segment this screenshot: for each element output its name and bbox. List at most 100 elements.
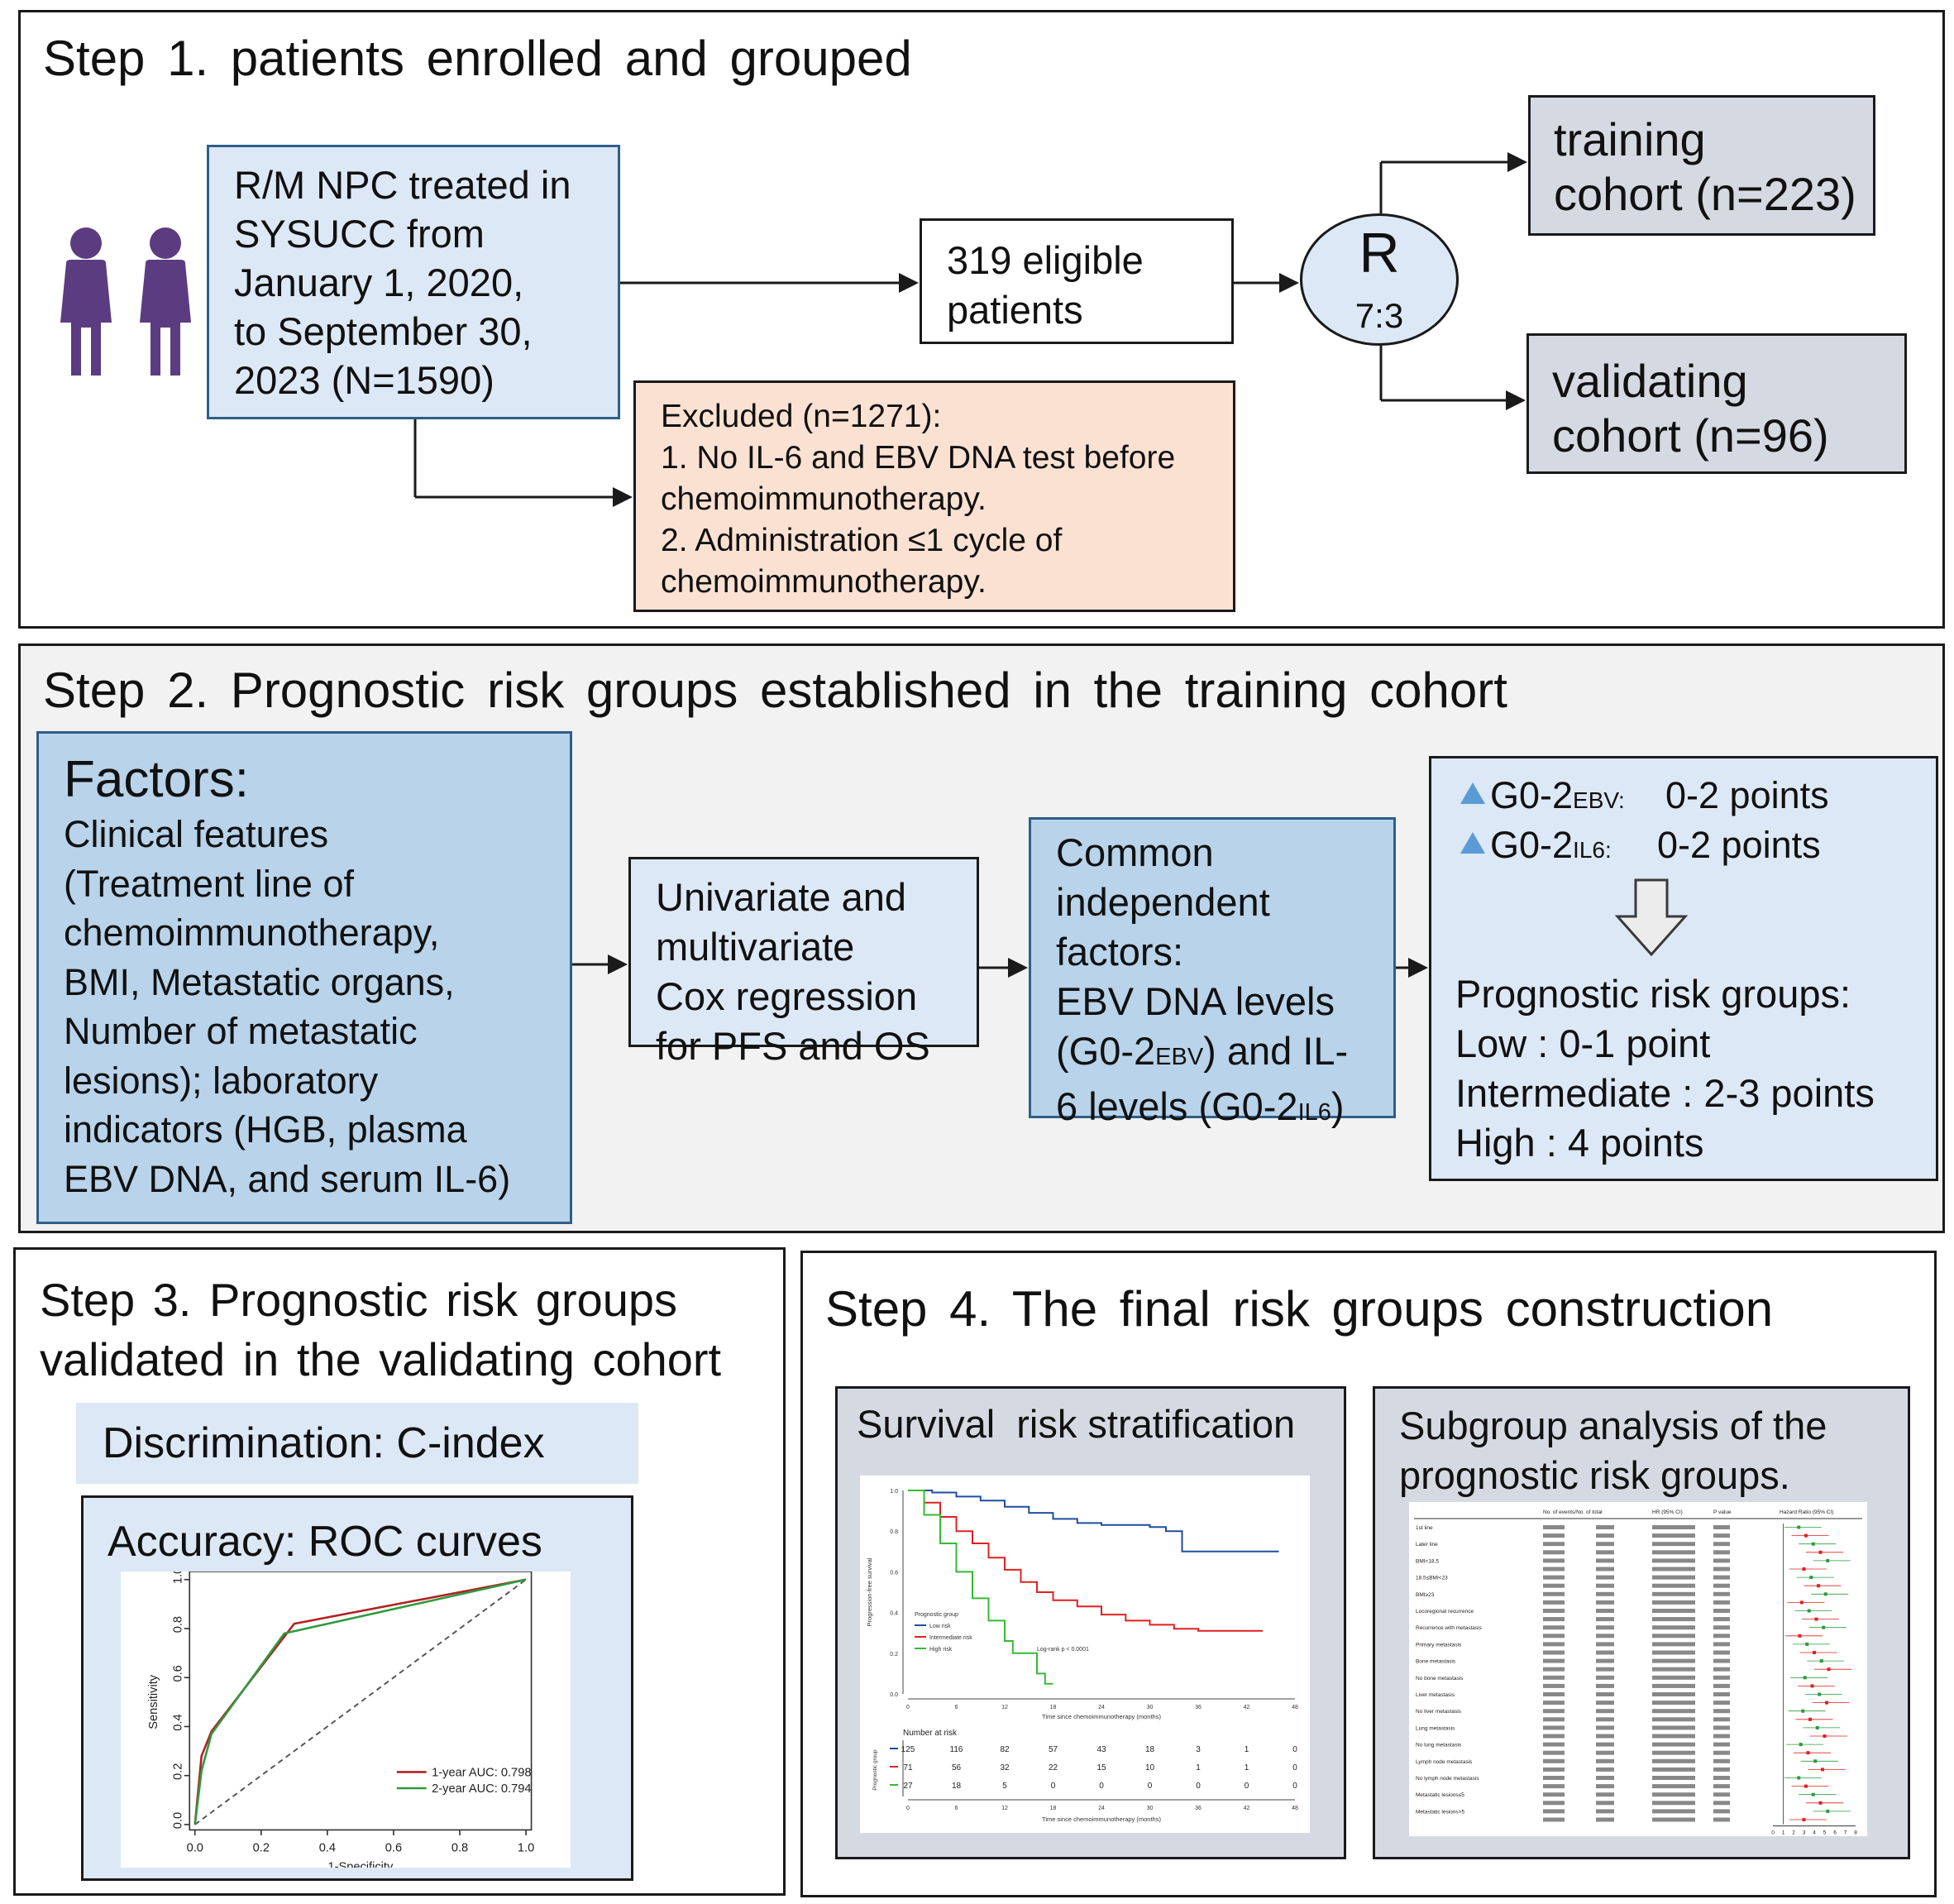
km-x-tick-label: 18 xyxy=(1050,1705,1057,1710)
forest-events-cell xyxy=(1543,1734,1565,1739)
km-risk-count: 27 xyxy=(903,1782,913,1791)
forest-events-cell xyxy=(1543,1784,1565,1789)
km-x-tick-label: 36 xyxy=(1195,1705,1202,1710)
g-il6-sub: IL6: xyxy=(1573,837,1612,863)
accuracy-title: Accuracy: ROC curves xyxy=(107,1518,542,1566)
forest-axis-label: 1 xyxy=(1782,1830,1785,1836)
km-y-tick-label: 0.4 xyxy=(890,1611,898,1617)
km-y-axis-label: Progression-free survival xyxy=(866,1557,873,1626)
roc-y-tick-label: 0.2 xyxy=(171,1763,184,1780)
roc-curve-2 xyxy=(193,1578,527,1825)
km-chart-canvas xyxy=(860,1476,1310,1833)
forest-row-label: 18.5≤BMI<23 xyxy=(1416,1576,1448,1581)
randomization-ratio: 7:3 xyxy=(1354,296,1404,335)
step4-title: Step 4. The final risk groups constructi… xyxy=(825,1281,1774,1337)
forest-events-cell xyxy=(1543,1591,1565,1596)
km-risk-count: 1 xyxy=(1196,1763,1201,1772)
forest-p-cell xyxy=(1713,1725,1730,1730)
forest-p-cell xyxy=(1713,1667,1730,1672)
forest-header: No. of events/No. of total xyxy=(1543,1509,1603,1515)
km-risk-count: 0 xyxy=(1292,1763,1297,1772)
g-il6-label: G0-2IL6: xyxy=(1490,822,1612,873)
discrimination-box: Discrimination: C-index xyxy=(76,1403,638,1484)
forest-events-cell xyxy=(1543,1675,1565,1680)
forest-p-cell xyxy=(1713,1809,1730,1814)
forest-row-label: Liver metastasis xyxy=(1416,1692,1455,1698)
forest-total-cell xyxy=(1596,1809,1614,1814)
roc-y-axis-label: Sensitivity xyxy=(147,1674,160,1729)
forest-hr-cell xyxy=(1652,1776,1695,1780)
forest-hr-cell xyxy=(1652,1667,1695,1672)
forest-events-cell xyxy=(1543,1650,1565,1655)
risk-group-low: Low : 0-1 point xyxy=(1455,1021,1711,1065)
step1-connectors xyxy=(413,152,1527,507)
forest-events-cell xyxy=(1543,1817,1565,1822)
forest-hr-cell xyxy=(1652,1617,1695,1622)
forest-point xyxy=(1817,1584,1820,1588)
risk-group-intermediate: Intermediate : 2-3 points xyxy=(1455,1071,1875,1115)
km-risk-count: 22 xyxy=(1049,1763,1058,1772)
forest-p-cell xyxy=(1713,1634,1730,1638)
g-il6-main: G0-2 xyxy=(1490,824,1574,866)
forest-row-label: Later line xyxy=(1416,1542,1438,1548)
common-factors-box: Common independent factors: EBV DNA leve… xyxy=(1029,817,1396,1128)
forest-point xyxy=(1807,1609,1811,1613)
roc-y-tick-label: 1.0 xyxy=(171,1572,184,1584)
forest-row-label: No bone metastasis xyxy=(1416,1676,1464,1682)
forest-total-cell xyxy=(1596,1591,1614,1596)
forest-total-cell xyxy=(1596,1525,1614,1529)
km-legend-title: Prognostic group xyxy=(915,1612,958,1618)
forest-total-cell xyxy=(1596,1558,1614,1563)
km-risk-count: 18 xyxy=(952,1782,962,1791)
forest-point xyxy=(1815,1725,1819,1729)
forest-total-cell xyxy=(1596,1600,1614,1605)
forest-point xyxy=(1826,1809,1830,1813)
roc-x-tick-label: 0.4 xyxy=(319,1841,336,1854)
km-x-tick-label: 12 xyxy=(1001,1705,1008,1710)
forest-total-cell xyxy=(1596,1717,1614,1722)
forest-events-cell xyxy=(1543,1550,1565,1555)
roc-curve-1 xyxy=(193,1578,527,1825)
roc-x-tick-label: 0.6 xyxy=(385,1841,402,1854)
forest-events-cell xyxy=(1543,1692,1565,1696)
forest-total-cell xyxy=(1596,1617,1614,1622)
forest-total-cell xyxy=(1596,1642,1614,1647)
km-risk-x-tick-label: 6 xyxy=(955,1806,958,1811)
forest-point xyxy=(1823,1734,1827,1738)
forest-events-cell xyxy=(1543,1767,1565,1772)
forest-events-cell xyxy=(1543,1701,1565,1705)
km-y-tick-label: 1.0 xyxy=(890,1489,898,1495)
forest-point xyxy=(1826,1558,1830,1562)
forest-p-cell xyxy=(1713,1701,1730,1705)
roc-reference-line xyxy=(194,1578,527,1825)
forest-point xyxy=(1798,1634,1802,1638)
forest-p-cell xyxy=(1713,1650,1730,1655)
forest-hr-cell xyxy=(1652,1550,1695,1555)
forest-hr-cell xyxy=(1652,1575,1695,1580)
forest-total-cell xyxy=(1596,1776,1614,1780)
km-curve-2 xyxy=(908,1490,1263,1632)
factors-box: Factors: Clinical features (Treatment li… xyxy=(36,731,572,1224)
forest-p-cell xyxy=(1713,1792,1730,1797)
forest-hr-cell xyxy=(1652,1634,1695,1638)
forest-p-cell xyxy=(1713,1525,1730,1529)
forest-p-cell xyxy=(1713,1533,1730,1538)
forest-total-cell xyxy=(1596,1784,1614,1789)
g-ebv-points: 0-2 points xyxy=(1665,774,1829,816)
forest-events-cell xyxy=(1543,1792,1565,1797)
forest-p-cell xyxy=(1713,1742,1730,1747)
forest-row-label: Lymph node metastasis xyxy=(1416,1759,1473,1765)
down-arrow-icon xyxy=(1614,878,1689,957)
roc-x-tick-label: 0.8 xyxy=(451,1841,468,1854)
forest-hr-cell xyxy=(1652,1792,1695,1797)
common-factors-text-2: ) and IL- 6 levels (G0-2 xyxy=(1056,1029,1349,1128)
forest-hr-cell xyxy=(1652,1525,1695,1529)
km-x-tick-label: 24 xyxy=(1098,1705,1105,1710)
forest-hr-cell xyxy=(1652,1709,1695,1714)
forest-events-cell xyxy=(1543,1658,1565,1663)
roc-x-tick-label: 0.0 xyxy=(187,1841,203,1854)
common-factors-text-3: ) xyxy=(1331,1084,1345,1128)
km-risk-x-tick-label: 0 xyxy=(906,1806,910,1811)
forest-hr-cell xyxy=(1652,1742,1695,1747)
forest-row-label: Bone metastasis xyxy=(1416,1659,1456,1665)
